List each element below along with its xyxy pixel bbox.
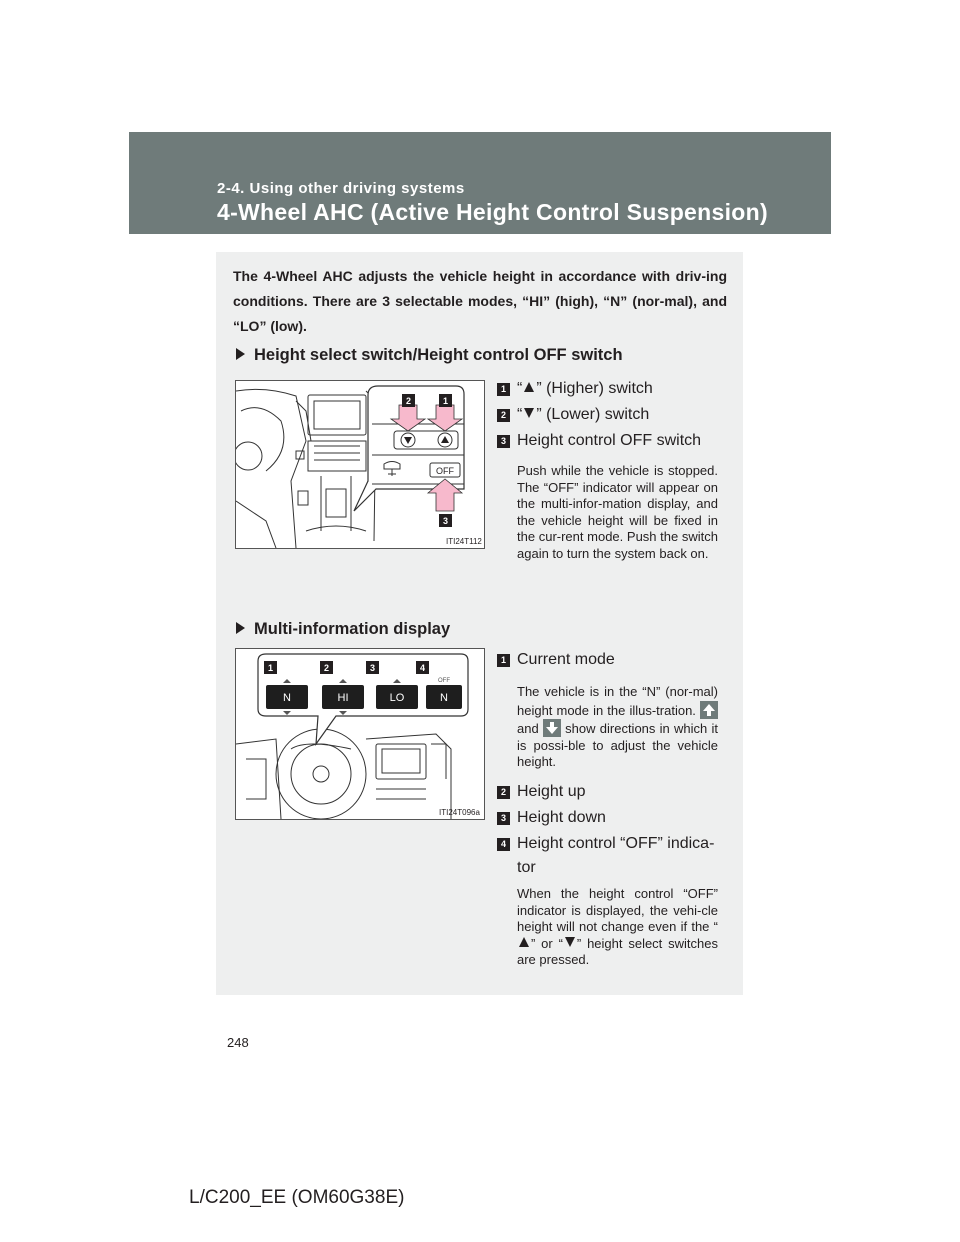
height-down-item: Height down [517,809,606,826]
section-label: 2-4. Using other driving systems [217,180,465,197]
mode-indicator: LO [390,692,405,704]
item-number: 4 [497,838,510,851]
display-figure: N HI LO N OFF 1 2 3 4 ITI24T096a [235,648,485,820]
triangle-down-icon [564,936,575,947]
callout-1: 1 [268,663,273,673]
off-switch-label: OFF [436,466,454,476]
callout-3: 3 [443,516,448,526]
item-number: 1 [497,654,510,667]
height-up-item: Height up [517,783,586,800]
off-indicator-item: Height control “OFF” indica- [517,835,715,852]
off-indicator-small: OFF [438,678,450,684]
arrow-up-icon [699,700,718,719]
callout-3: 3 [370,663,375,673]
switch-figure: OFF 2 1 3 ITI24T112 [235,380,485,549]
current-mode-description: The vehicle is in the “N” (nor-mal) heig… [517,684,718,769]
page-number: 248 [227,1035,249,1050]
figure-code: ITI24T096a [439,808,480,817]
triangle-up-icon [519,936,529,947]
item-number: 2 [497,409,510,422]
section-heading-display: Multi-information display [236,620,450,639]
item-number: 3 [497,812,510,825]
arrow-down-icon [542,719,561,737]
item-number: 3 [497,435,510,448]
mode-indicator: HI [338,692,349,704]
bullet-icon [236,348,245,360]
section-heading-switches: Height select switch/Height control OFF … [236,346,623,365]
higher-switch-label: “” (Higher) switch [517,380,653,397]
triangle-up-icon [524,382,535,392]
off-indicator-description: When the height control “OFF” indicator … [517,886,718,967]
off-indicator-item-cont: tor [517,859,536,876]
mode-indicator: N [283,692,291,704]
content-panel [216,252,743,995]
page-title: 4-Wheel AHC (Active Height Control Suspe… [217,199,768,225]
current-mode-item: Current mode [517,651,615,668]
callout-2: 2 [406,396,411,406]
callout-1: 1 [443,396,448,406]
bullet-icon [236,622,245,634]
chapter-header: 2-4. Using other driving systems 4-Wheel… [129,132,831,234]
off-switch-description: Push while the vehicle is stopped. The “… [517,463,718,561]
callout-2: 2 [324,663,329,673]
item-number: 2 [497,786,510,799]
lower-switch-label: “” (Lower) switch [517,406,650,423]
mode-indicator: N [440,692,448,704]
figure-code: ITI24T112 [446,537,482,546]
document-code: L/C200_EE (OM60G38E) [189,1187,405,1208]
off-switch-item: Height control OFF switch [517,432,702,449]
item-number: 1 [497,383,510,396]
callout-4: 4 [420,663,425,673]
intro-paragraph: The 4-Wheel AHC adjusts the vehicle heig… [233,268,727,334]
triangle-down-icon [524,408,535,418]
